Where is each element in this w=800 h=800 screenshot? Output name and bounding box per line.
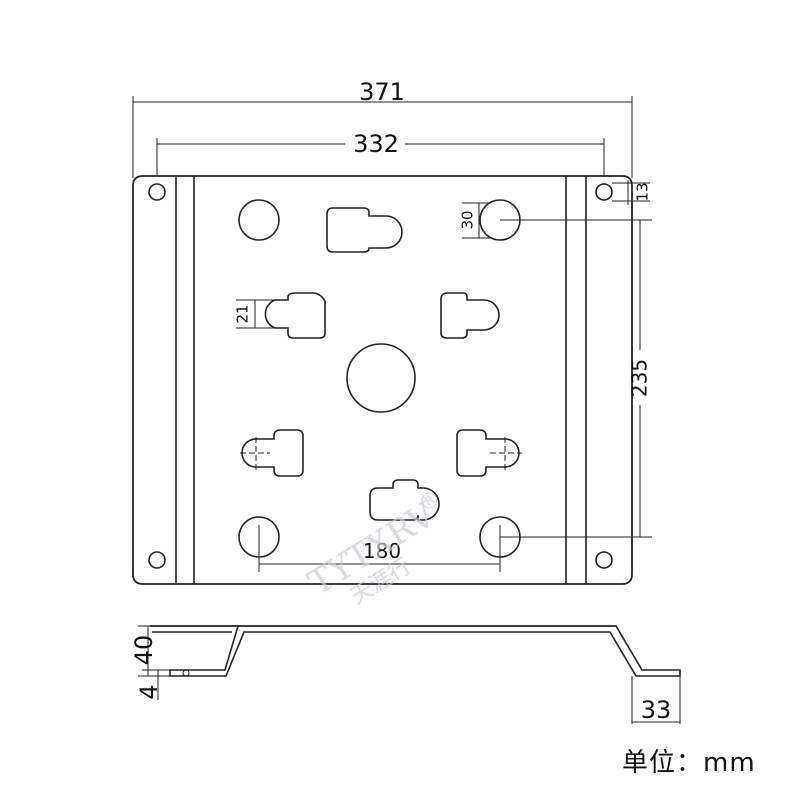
corner-hole-tr [595,183,613,201]
plate-top-view [132,175,633,585]
keyhole-slot-top [326,207,403,253]
dimension-overall-width: 371 [132,78,633,178]
dim-label-332: 332 [353,130,399,158]
dimension-slot-width: 21 [234,299,278,329]
center-marks [240,437,522,470]
dimension-hole-spacing: 332 [156,130,605,190]
unit-label: 单位：mm [622,748,756,778]
plate-side-view: 40 4 33 [130,625,681,724]
corner-hole-tl [148,183,166,201]
dim-label-371: 371 [359,78,405,106]
dimension-corner-offset: 13 [612,180,652,205]
dim-label-40: 40 [130,635,158,666]
corner-hole-bl [148,551,166,569]
dim-label-33: 33 [641,696,672,724]
dimension-vertical-spacing: 235 [500,219,652,538]
keyhole-slot-mid-left [264,292,326,339]
round-hole-1 [238,199,280,241]
dim-label-235: 235 [628,359,652,397]
dim-label-4: 4 [135,684,163,699]
keyhole-slot-bottom [369,479,440,521]
keyhole-slot-low-left [241,429,304,477]
dimension-round-hole: 30 [459,202,490,239]
keyhole-slot-low-right [456,429,520,477]
keyhole-slot-mid-right [440,292,500,339]
dim-label-180: 180 [363,539,401,563]
corner-hole-br [595,551,613,569]
dim-label-13: 13 [634,182,652,201]
dim-label-30: 30 [459,210,477,229]
dim-label-21: 21 [234,304,252,323]
dimension-horizontal-spacing: 180 [258,525,501,572]
center-hole [346,343,416,413]
